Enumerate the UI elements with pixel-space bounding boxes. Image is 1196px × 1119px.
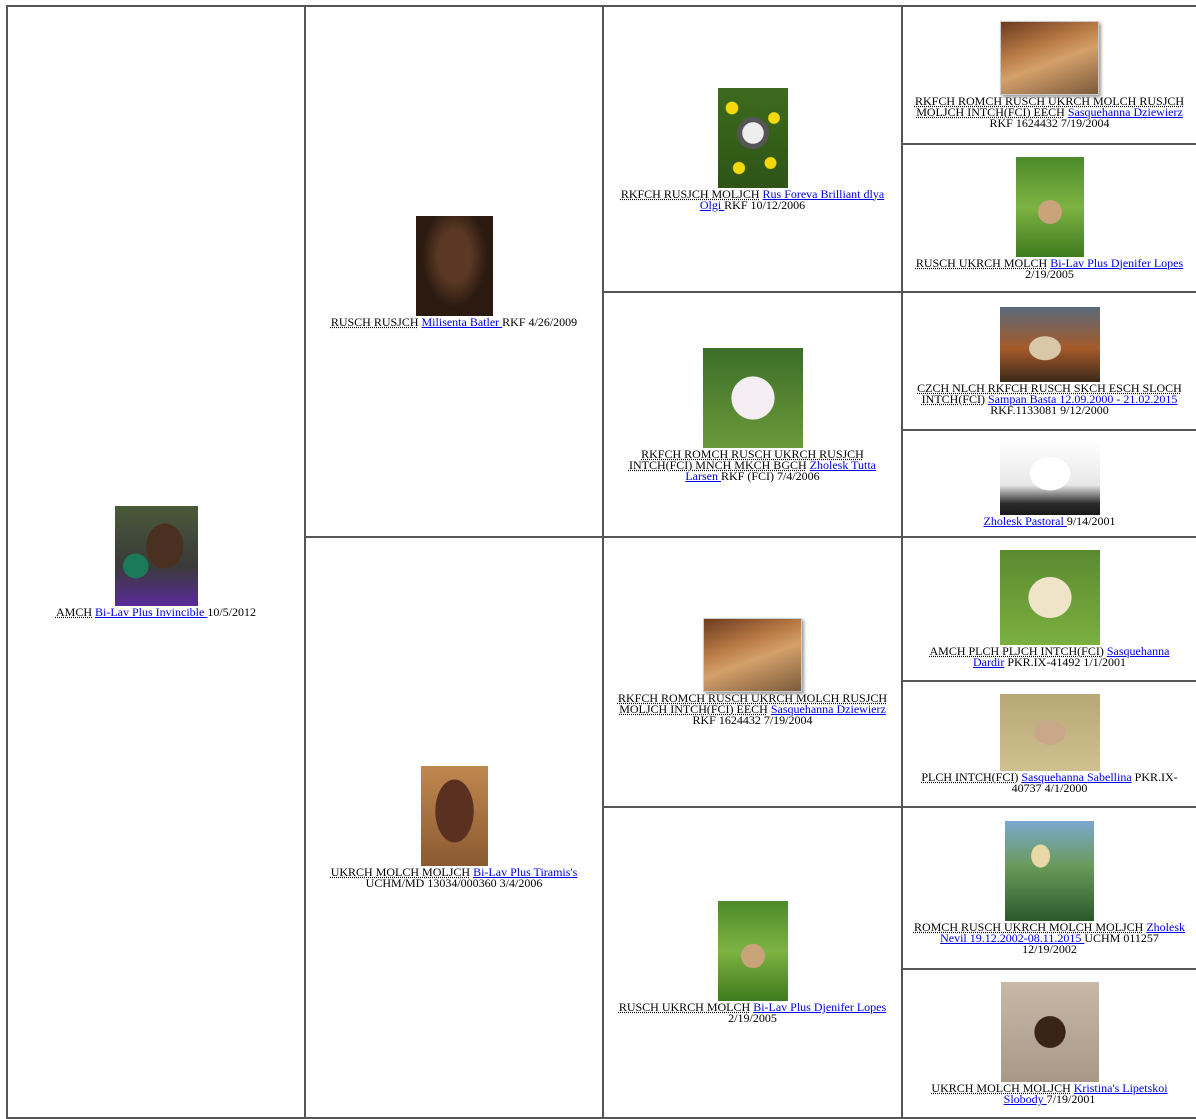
dog-link[interactable]: Bi-Lav Plus Djenifer Lopes — [753, 1000, 887, 1014]
dog-photo-icon[interactable] — [1000, 982, 1099, 1082]
dog-link[interactable]: Sasquehanna Dziewierz — [770, 702, 886, 716]
titles: UKRCH MOLCH MOLJCH — [330, 865, 471, 879]
titles: RUSCH RUSJCH — [330, 314, 419, 329]
reg-info: RKF.1133081 9/12/2000 — [990, 402, 1109, 417]
gen4-cell-7: ROMCH RUSCH UKRCH MOLCH MOLJCH Zholesk N… — [901, 806, 1196, 970]
dog-photo-icon[interactable] — [999, 440, 1100, 515]
reg-info: PKR.IX-40737 4/1/2000 — [1011, 770, 1178, 795]
dog-photo-icon[interactable] — [999, 694, 1100, 771]
dog-photo-icon[interactable] — [702, 347, 803, 448]
reg-info: UCHM/MD 13034/000360 3/4/2006 — [365, 876, 543, 890]
titles: RKFCH RUSJCH MOLJCH — [620, 186, 760, 201]
gen4-cell-3: CZCH NLCH RKFCH RUSCH SKCH ESCH SLOCH IN… — [901, 291, 1196, 431]
gen3-cell-2: RKFCH ROMCH RUSCH UKRCH RUSJCH INTCH(FCI… — [602, 291, 903, 538]
dog-photo-icon[interactable] — [1005, 821, 1094, 921]
gen4-cell-2: RUSCH UKRCH MOLCH Bi-Lav Plus Djenifer L… — [901, 143, 1196, 293]
titles: RKFCH ROMCH RUSCH UKRCH RUSJCH INTCH(FCI… — [628, 446, 864, 472]
dog-photo-icon[interactable] — [999, 550, 1100, 645]
gen3-cell-3: RKFCH ROMCH RUSCH UKRCH MOLCH RUSJCH MOL… — [602, 536, 903, 808]
gen4-cell-6: PLCH INTCH(FCI) Sasquehanna Sabellina PK… — [901, 680, 1196, 808]
reg-info: PKR.IX-41492 1/1/2001 — [1007, 655, 1126, 669]
titles: RKFCH ROMCH RUSCH UKRCH MOLCH RUSJCH MOL… — [617, 691, 888, 716]
reg-info: 7/19/2001 — [1046, 1092, 1096, 1106]
dog-photo-icon[interactable] — [1015, 156, 1084, 257]
reg-info: 2/19/2005 — [1025, 266, 1074, 281]
titles: CZCH NLCH RKFCH RUSCH SKCH ESCH SLOCH IN… — [917, 380, 1182, 406]
dog-link[interactable]: Sasquehanna Sabellina — [1021, 770, 1132, 784]
titles: UKRCH MOLCH MOLJCH — [931, 1081, 1071, 1095]
dog-photo-icon[interactable] — [717, 901, 788, 1001]
dog-link[interactable]: Zholesk Tutta Larsen — [685, 457, 877, 483]
gen2-cell-dam: UKRCH MOLCH MOLJCH Bi-Lav Plus Tiramis's… — [304, 536, 604, 1119]
reg-info: RKF (FCI) 7/4/2006 — [720, 468, 820, 483]
titles: AMCH — [55, 605, 92, 619]
gen3-cell-1: RKFCH RUSJCH MOLJCH Rus Foreva Brilliant… — [602, 5, 903, 293]
reg-info: RKF 1624432 7/19/2004 — [692, 713, 813, 727]
dog-link[interactable]: Bi-Lav Plus Invincible — [95, 605, 208, 619]
dog-photo-icon[interactable] — [703, 618, 802, 692]
reg-info: RKF 4/26/2009 — [502, 314, 578, 329]
dog-photo-icon[interactable] — [1000, 21, 1099, 95]
dog-photo-icon[interactable] — [420, 766, 488, 866]
reg-info: 2/19/2005 — [728, 1011, 777, 1025]
dog-photo-icon[interactable] — [999, 306, 1100, 382]
gen1-cell: AMCH Bi-Lav Plus Invincible 10/5/2012 — [6, 5, 306, 1119]
titles: RUSCH UKRCH MOLCH — [618, 1000, 751, 1014]
dog-photo-icon[interactable] — [717, 87, 788, 188]
gen4-cell-4: Zholesk Pastoral 9/14/2001 — [901, 429, 1196, 538]
dog-photo-icon[interactable] — [114, 506, 198, 606]
reg-info: RKF 10/12/2006 — [724, 197, 806, 212]
dog-link[interactable]: Milisenta Batler — [421, 314, 503, 329]
reg-info: UCHM 011257 12/19/2002 — [1022, 931, 1159, 956]
dog-link[interactable]: Zholesk Pastoral — [983, 514, 1067, 528]
titles: RUSCH UKRCH MOLCH — [915, 255, 1048, 270]
gen3-cell-4: RUSCH UKRCH MOLCH Bi-Lav Plus Djenifer L… — [602, 806, 903, 1119]
titles: ROMCH RUSCH UKRCH MOLCH MOLJCH — [913, 920, 1144, 934]
dog-photo-icon[interactable] — [415, 215, 493, 316]
gen4-cell-5: AMCH PLCH PLJCH INTCH(FCI) Sasquehanna D… — [901, 536, 1196, 682]
dog-link[interactable]: Rus Foreva Brilliant dlya Olgi — [699, 186, 885, 212]
dog-link[interactable]: Kristina's Lipetskoi Slobody — [1003, 1081, 1168, 1106]
dog-link[interactable]: Sasquehanna Dardir — [973, 644, 1170, 669]
reg-info: 9/14/2001 — [1066, 514, 1116, 528]
reg-info: RKF 1624432 7/19/2004 — [989, 116, 1110, 130]
gen4-cell-1: RKFCH ROMCH RUSCH UKRCH MOLCH RUSJCH MOL… — [901, 5, 1196, 145]
gen4-cell-8: UKRCH MOLCH MOLJCH Kristina's Lipetskoi … — [901, 968, 1196, 1119]
titles: RKFCH ROMCH RUSCH UKRCH MOLCH RUSJCH MOL… — [914, 94, 1185, 119]
pedigree-table: AMCH Bi-Lav Plus Invincible 10/5/2012 RU… — [6, 5, 1196, 1119]
dog-link[interactable]: Bi-Lav Plus Tiramis's — [473, 865, 578, 879]
titles: PLCH INTCH(FCI) — [921, 770, 1019, 784]
dog-link[interactable]: Sasquehanna Dziewierz — [1067, 105, 1183, 119]
dog-link[interactable]: Sampan Basta 12.09.2000 - 21.02.2015 — [988, 391, 1178, 406]
titles: AMCH PLCH PLJCH INTCH(FCI) — [929, 644, 1104, 658]
dog-link[interactable]: Zholesk Nevil 19.12.2002-08.11.2015 — [940, 920, 1186, 945]
reg-info: 10/5/2012 — [207, 605, 256, 619]
gen2-cell-sire: RUSCH RUSJCH Milisenta Batler RKF 4/26/2… — [304, 5, 604, 538]
dog-link[interactable]: Bi-Lav Plus Djenifer Lopes — [1050, 255, 1184, 270]
